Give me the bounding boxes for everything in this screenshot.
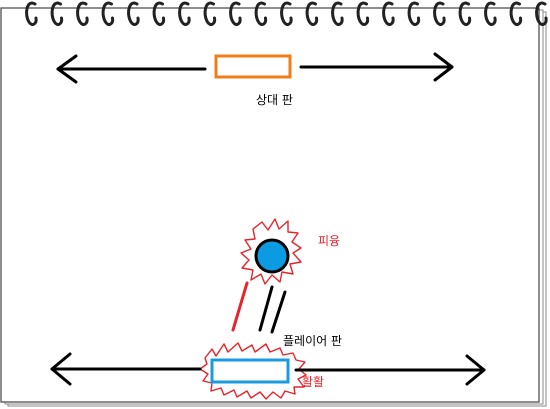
arrow-left-icon-head: [56, 54, 78, 84]
spiral-ring-icon: [50, 1, 64, 26]
spiral-ring-icon: [101, 1, 115, 26]
paddle-sound-effect: 활활: [302, 375, 324, 389]
player-paddle: [210, 358, 290, 384]
spiral-ring-icon: [458, 1, 472, 26]
motion-line-black: [270, 290, 287, 334]
spiral-ring-icon: [382, 1, 395, 26]
spiral-binding: [25, 1, 548, 26]
motion-line-red: [231, 281, 249, 332]
arrow-right-icon-head: [465, 354, 486, 386]
spark-burst-icon: [199, 342, 307, 400]
player-area: 플레이어 판 활활: [50, 334, 486, 400]
spiral-ring-icon: [509, 1, 523, 26]
player-paddle-label: 플레이어 판: [283, 334, 342, 348]
spiral-ring-icon: [484, 1, 497, 26]
spiral-ring-icon: [254, 1, 268, 26]
ball-icon: [254, 238, 290, 274]
spiral-ring-icon: [76, 1, 89, 26]
spiral-ring-icon: [178, 1, 191, 26]
spiral-ring-icon: [203, 1, 217, 26]
spark-burst-icon: [240, 218, 302, 285]
ball-area: 피융: [231, 218, 340, 334]
opponent-area: 상대 판: [56, 52, 454, 107]
spiral-ring-icon: [305, 1, 319, 26]
spiral-ring-icon: [25, 1, 38, 26]
spiral-ring-icon: [356, 1, 370, 26]
arrow-right-icon-head: [433, 52, 454, 82]
ball-sound-effect: 피융: [318, 234, 340, 248]
motion-line-black: [258, 285, 274, 332]
spiral-ring-icon: [407, 1, 421, 26]
spiral-ring-icon: [331, 1, 344, 26]
opponent-paddle: [214, 54, 292, 79]
spiral-ring-icon: [152, 1, 166, 26]
opponent-paddle-label: 상대 판: [256, 93, 293, 107]
spiral-ring-icon: [433, 1, 446, 26]
spiral-ring-icon: [127, 1, 140, 26]
spiral-ring-icon: [229, 1, 242, 26]
spiral-ring-icon: [535, 1, 548, 26]
arrow-left-icon-head: [50, 352, 72, 386]
spiral-ring-icon: [280, 1, 293, 26]
